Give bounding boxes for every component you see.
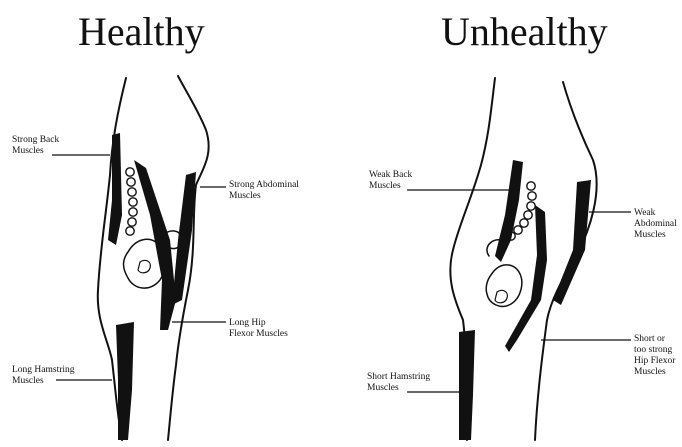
- healthy-hamstring-muscle: [116, 322, 134, 440]
- healthy-hip-flexor-label: Long Hip Flexor Muscles: [229, 318, 288, 340]
- healthy-panel: Healthy: [0, 0, 341, 447]
- unhealthy-hamstring-label: Short Hamstring Muscles: [367, 372, 430, 394]
- unhealthy-back-label: Weak Back Muscles: [369, 170, 412, 192]
- unhealthy-hamstring-muscle: [459, 330, 475, 440]
- unhealthy-back-muscle: [495, 160, 523, 262]
- healthy-hamstring-label: Long Hamstring Muscles: [12, 365, 75, 387]
- healthy-back-label: Strong Back Muscles: [12, 135, 59, 157]
- healthy-hip-flexor-muscle: [134, 160, 176, 330]
- healthy-body-outline: [98, 76, 209, 440]
- unhealthy-panel: Unhealthy: [341, 0, 682, 447]
- unhealthy-abdominal-label: Weak Abdominal Muscles: [634, 208, 677, 241]
- unhealthy-abdominal-muscle: [553, 180, 591, 305]
- healthy-abdominal-label: Strong Abdominal Muscles: [229, 180, 299, 202]
- unhealthy-muscles: [459, 160, 591, 440]
- unhealthy-leader-lines: [407, 190, 631, 392]
- healthy-back-muscle: [108, 133, 122, 245]
- unhealthy-hip-flexor-label: Short or too strong Hip Flexor Muscles: [634, 334, 675, 378]
- healthy-spine: [126, 168, 137, 235]
